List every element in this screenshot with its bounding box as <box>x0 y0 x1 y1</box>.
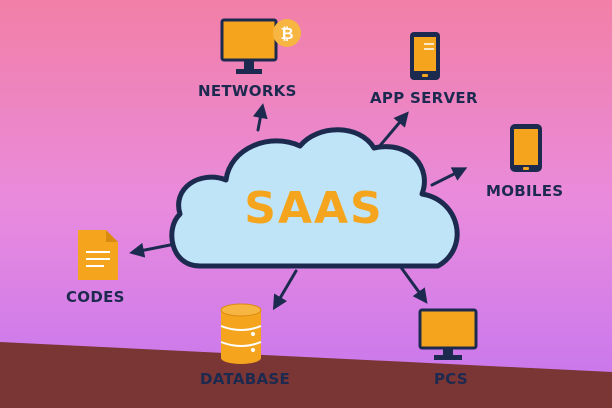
svg-text:₿: ₿ <box>280 24 293 43</box>
smartphone-icon <box>410 32 440 80</box>
cloud-shape <box>169 127 460 269</box>
node-label-app-server: APP SERVER <box>370 89 478 107</box>
arrow-to-app-server <box>376 111 409 150</box>
monitor-icon <box>418 308 478 360</box>
arrow-to-networks <box>252 103 268 132</box>
node-label-pcs: PCS <box>434 370 468 388</box>
floor <box>0 342 612 408</box>
node-label-mobiles: MOBILES <box>486 182 564 200</box>
arrow-to-pcs <box>398 264 428 304</box>
arrow-to-mobiles <box>430 167 468 187</box>
node-label-database: DATABASE <box>200 370 291 388</box>
bitcoin-icon: ₿ <box>273 19 301 47</box>
cloud-title: SAAS <box>244 183 384 234</box>
mobile-phone-icon <box>510 124 542 172</box>
monitor-icon <box>220 18 278 74</box>
document-icon <box>78 230 118 280</box>
database-icon <box>220 303 262 364</box>
arrow-to-database <box>272 269 298 311</box>
node-label-codes: CODES <box>66 288 125 306</box>
node-label-networks: NETWORKS <box>198 82 297 100</box>
